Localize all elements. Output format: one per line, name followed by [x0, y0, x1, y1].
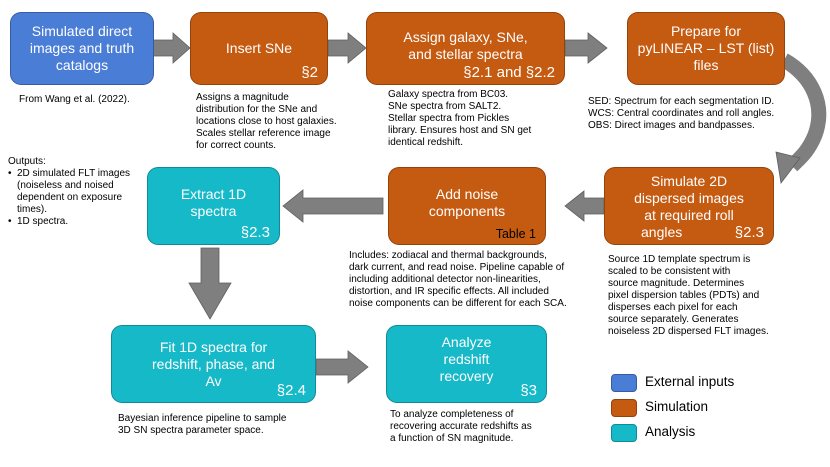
box-analyze-redshift: Analyze redshift recovery §3: [386, 325, 547, 403]
outputs-item: 1D spectra.: [8, 216, 130, 228]
legend-label: Simulation: [645, 399, 709, 414]
box-fit-1d: Fit 1D spectra for redshift, phase, and …: [111, 325, 316, 403]
outputs-list: 2D simulated FLT images (noiseless and n…: [8, 168, 130, 228]
note-outputs: Outputs: 2D simulated FLT images (noisel…: [8, 156, 130, 228]
box-title: Simulated direct images and truth catalo…: [29, 23, 135, 73]
box-title: Fit 1D spectra for redshift, phase, and …: [152, 339, 275, 389]
arrow-noise-to-extract: [282, 189, 384, 223]
section-ref: §2.3: [240, 224, 270, 241]
note-prepare-pylinear: SED: Spectrum for each segmentation ID. …: [588, 96, 775, 131]
box-extract-1d: Extract 1D spectra §2.3: [147, 167, 280, 245]
note-fit-1d: Bayesian inference pipeline to sample 3D…: [118, 413, 287, 436]
note-insert-sne: Assigns a magnitude distribution for the…: [196, 92, 337, 151]
box-title: Prepare for pyLINEAR – LST (list) files: [637, 23, 775, 73]
note-add-noise: Includes: zodiacal and thermal backgroun…: [349, 250, 567, 309]
arrow-prepare-to-simulate-head: [775, 151, 801, 184]
section-ref: §2.4: [276, 382, 306, 399]
box-title: Extract 1D spectra: [180, 186, 247, 219]
legend-swatch: [611, 399, 637, 417]
section-ref: §2: [301, 64, 318, 81]
box-assign-spectra: Assign galaxy, SNe, and stellar spectra …: [366, 12, 565, 85]
arrow-prepare-to-simulate: [779, 53, 827, 172]
arrow-external-to-insert: [152, 32, 191, 64]
arrow-insert-to-assign: [327, 32, 367, 64]
legend-label: Analysis: [645, 424, 696, 439]
legend-swatch: [611, 424, 637, 442]
box-title: Simulate 2D dispersed images at required…: [634, 173, 744, 240]
arrow-simulate-to-noise: [564, 190, 605, 222]
box-title: Insert SNe: [225, 40, 293, 56]
table-ref: Table 1: [495, 227, 536, 241]
arrow-fit-to-analyze: [315, 350, 369, 384]
section-ref: §3: [520, 382, 537, 399]
section-ref: §2.1 and §2.2: [463, 64, 555, 81]
box-insert-sne: Insert SNe §2: [190, 12, 328, 85]
box-simulate-2d: Simulate 2D dispersed images at required…: [604, 167, 774, 245]
note-from-wang: From Wang et al. (2022).: [19, 94, 130, 105]
box-simulated-direct-images: Simulated direct images and truth catalo…: [10, 12, 154, 85]
arrow-extract-to-fit: [188, 247, 232, 320]
note-analyze-redshift: To analyze completeness of recovering ac…: [390, 409, 532, 444]
box-title: Analyze redshift recovery: [439, 334, 494, 384]
box-title: Assign galaxy, SNe, and stellar spectra: [403, 29, 528, 62]
note-simulate-2d: Source 1D template spectrum is scaled to…: [608, 254, 769, 337]
legend-swatch: [611, 374, 637, 392]
box-add-noise: Add noise components Table 1: [388, 167, 546, 245]
box-prepare-pylinear: Prepare for pyLINEAR – LST (list) files: [627, 12, 785, 85]
section-ref: §2.3: [734, 224, 764, 241]
outputs-item: 2D simulated FLT images (noiseless and n…: [8, 168, 130, 216]
box-title: Add noise components: [428, 186, 506, 219]
note-assign-spectra: Galaxy spectra from BC03. SNe spectra fr…: [388, 89, 532, 148]
arrow-assign-to-prepare: [564, 32, 608, 64]
legend-label: External inputs: [645, 374, 735, 389]
outputs-heading: Outputs:: [8, 156, 46, 167]
